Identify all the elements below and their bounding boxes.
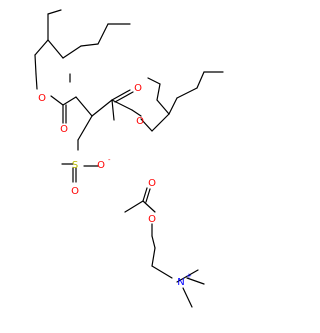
atom-o-keto2: O xyxy=(134,83,142,94)
bond xyxy=(142,187,148,202)
atom-o-ester1: O xyxy=(38,93,46,104)
bond xyxy=(114,91,134,103)
bond xyxy=(196,71,205,89)
bond xyxy=(145,188,151,203)
bond xyxy=(142,200,156,213)
atom-o-carbonyl-acetyl: O xyxy=(148,178,156,189)
atom-o-ester-acetyl: O xyxy=(148,214,156,225)
bond xyxy=(50,95,64,106)
charge-negative: - xyxy=(108,156,111,164)
charge-positive: + xyxy=(186,272,192,280)
bond xyxy=(34,39,49,56)
bond xyxy=(156,99,170,115)
bond xyxy=(97,23,109,45)
bond xyxy=(111,89,131,101)
molecule-drawing: O O O O S O - O O O N + xyxy=(34,9,224,308)
atom-o-keto1: O xyxy=(60,124,68,135)
atom-o-ester2: O xyxy=(136,116,144,127)
bond xyxy=(151,247,156,267)
atom-o-sulfonate-neg: O xyxy=(97,160,105,171)
bond xyxy=(186,277,205,285)
bond xyxy=(151,235,156,249)
bond xyxy=(151,265,173,279)
bond xyxy=(80,43,99,47)
bond xyxy=(176,269,199,283)
atom-sulfur: S xyxy=(72,160,78,171)
bond xyxy=(35,73,38,90)
bond xyxy=(131,109,142,117)
atom-o-sulfonate-dbl: O xyxy=(71,186,79,197)
carbon-bonds-upper xyxy=(34,9,224,141)
bond xyxy=(111,99,133,111)
bond xyxy=(151,113,170,132)
sulfonate-group xyxy=(61,139,99,183)
bond xyxy=(47,9,62,15)
atom-labels: O O O O S O - O O O N + xyxy=(38,83,192,288)
bond xyxy=(176,87,198,99)
bond xyxy=(124,200,144,213)
bond xyxy=(156,83,161,101)
bond xyxy=(47,39,64,59)
bond xyxy=(182,287,193,308)
bond xyxy=(62,96,77,106)
atom-nitrogen: N xyxy=(177,277,184,288)
bond xyxy=(77,115,93,141)
bond xyxy=(168,97,178,115)
structure-diagram: O O O O S O - O O O N + xyxy=(34,9,224,308)
bond xyxy=(75,96,93,117)
carbon-bonds-lower xyxy=(124,187,205,308)
bond xyxy=(140,118,153,132)
bond xyxy=(91,99,113,117)
bond xyxy=(147,77,161,85)
bond xyxy=(111,99,115,121)
bond xyxy=(34,54,37,75)
bond xyxy=(62,45,82,59)
